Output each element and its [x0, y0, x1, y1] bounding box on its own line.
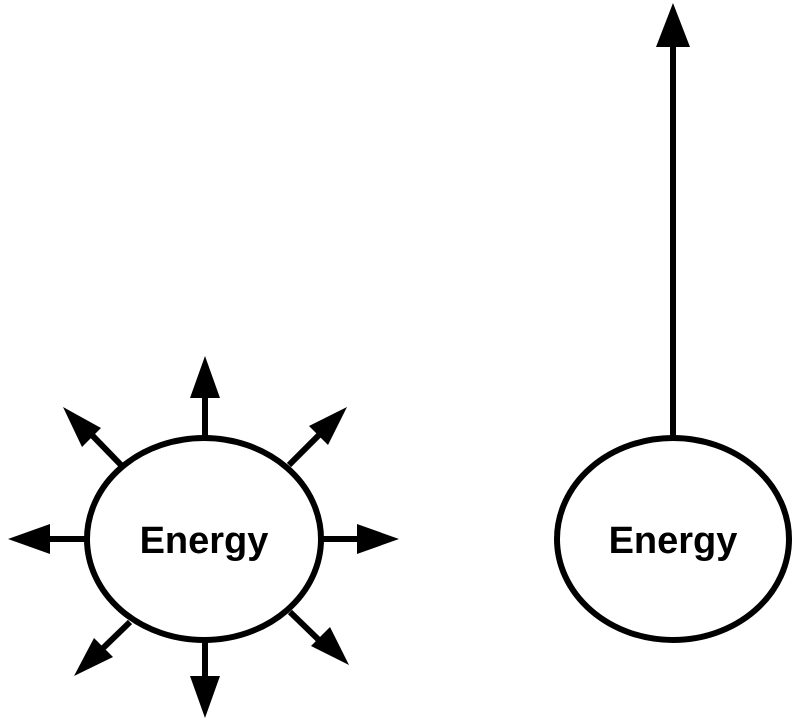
arrow-left-icon — [8, 524, 86, 554]
energy-label-right: Energy — [609, 520, 738, 562]
radiating-energy-group: Energy — [8, 356, 399, 718]
arrow-down-left-icon — [74, 619, 133, 676]
arrow-down-icon — [190, 641, 220, 718]
energy-node-right — [554, 435, 792, 643]
radiating-arrows — [8, 356, 399, 718]
arrow-up-long-icon — [656, 3, 690, 437]
arrow-right-icon — [320, 524, 399, 554]
arrow-up-right-icon — [286, 407, 347, 468]
arrow-up-left-icon — [63, 407, 124, 468]
directed-energy-group: Energy — [554, 3, 792, 643]
arrow-up-icon — [190, 356, 220, 436]
energy-label-left: Energy — [140, 520, 269, 562]
arrow-down-right-icon — [287, 609, 349, 665]
energy-node-left — [84, 435, 324, 643]
